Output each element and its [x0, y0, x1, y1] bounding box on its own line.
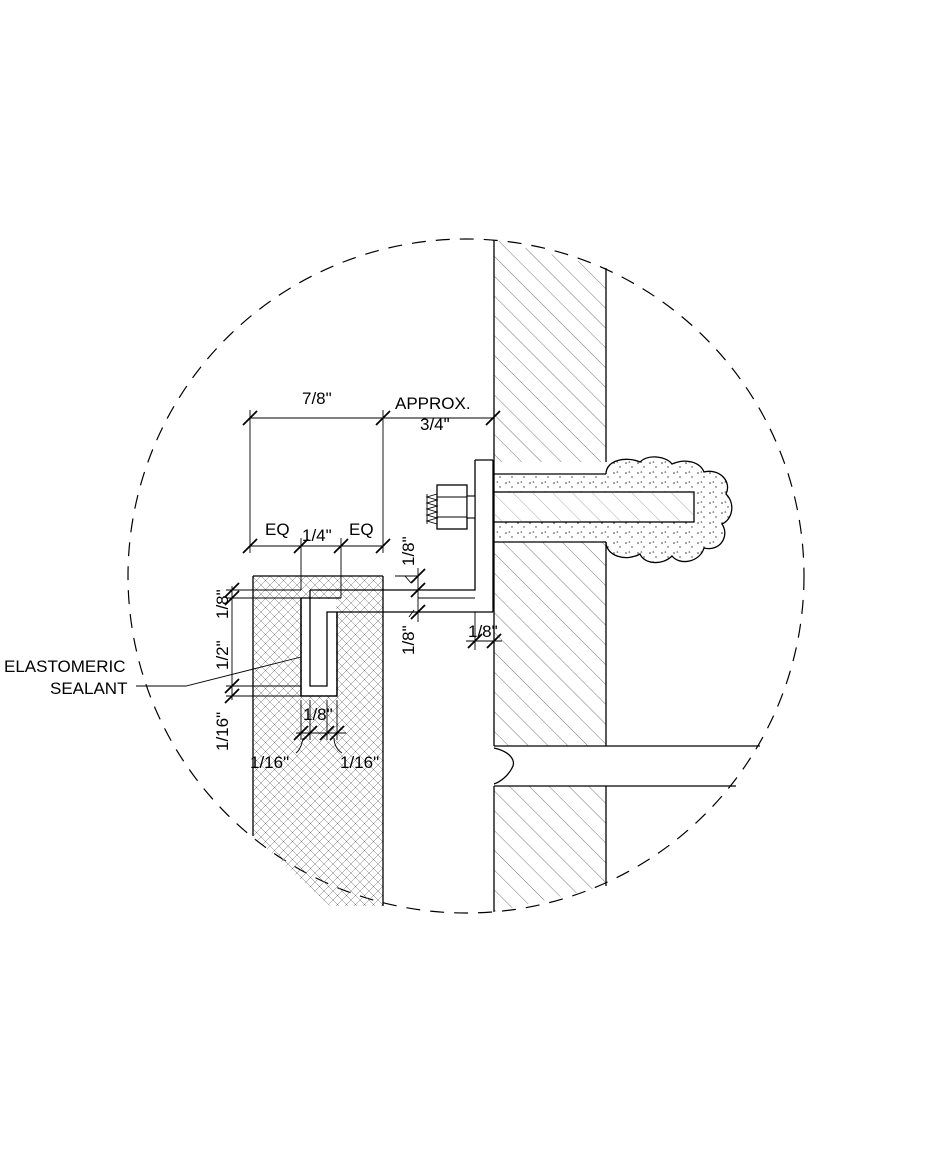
eq-right-label: EQ — [349, 520, 374, 539]
sealant-callout-line1: ELASTOMERIC — [4, 657, 126, 676]
clip-thickness-label: 1/8" — [399, 625, 418, 655]
clip-gap-label: 1/8" — [399, 536, 418, 566]
clearance-left-label: 1/16" — [250, 753, 289, 772]
approx-label-line2: 3/4" — [420, 415, 450, 434]
top-reveal-label: 1/8" — [213, 589, 232, 619]
sealant-callout-line2: SEALANT — [50, 679, 127, 698]
clearance-right-label: 1/16" — [340, 753, 379, 772]
bottom-reveal-label: 1/16" — [213, 712, 232, 751]
clip-to-wall-label: 1/8" — [468, 622, 498, 641]
approx-label-line1: APPROX. — [395, 394, 471, 413]
detail-boundary-circle — [127, 238, 805, 914]
anchor-assembly — [425, 456, 733, 564]
backup-wall — [493, 240, 760, 912]
tab-thickness-label: 1/8" — [303, 705, 333, 724]
dimensions — [136, 410, 502, 754]
slot-width-label: 1/4" — [302, 526, 332, 545]
nut — [436, 484, 468, 530]
slot-depth-label: 1/2" — [213, 640, 232, 670]
eq-left-label: EQ — [265, 520, 290, 539]
stone-panel — [252, 575, 384, 906]
dimension-labels: 7/8" APPROX. 3/4" EQ 1/4" EQ 1/8" 1/8" 1… — [4, 389, 498, 772]
overall-width-label: 7/8" — [302, 389, 332, 408]
